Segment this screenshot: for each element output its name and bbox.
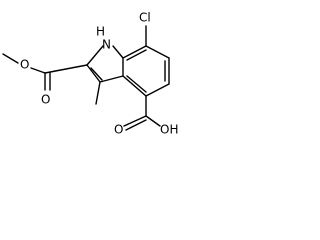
bond-acid-co-2: [125, 119, 147, 131]
bond-c4-c3a-double: [126, 75, 147, 93]
bond-c3-c3a: [99, 75, 124, 83]
bond-c5-c4: [145, 83, 170, 97]
chemical-structure: H N Cl O O O OH: [2, 11, 178, 137]
bond-methyl-o: [2, 53, 19, 64]
bond-c4-c3a: [122, 75, 147, 97]
bond-c3-methyl: [95, 81, 101, 105]
label-cl: Cl: [139, 11, 151, 25]
label-ester-o: O: [20, 58, 29, 72]
bond-c7-c6: [145, 45, 170, 59]
label-nh-h: H: [96, 25, 105, 39]
bond-n1-c7a: [112, 45, 124, 59]
bond-c2-n1: [86, 45, 104, 66]
atom-labels: H N Cl O O O OH: [20, 11, 178, 137]
bond-lines: [2, 25, 170, 131]
bond-c7a-c7: [122, 45, 147, 59]
label-n: N: [102, 38, 111, 52]
bond-ester-c2: [44, 64, 88, 74]
bond-acid-co-1: [123, 115, 147, 127]
bond-c7a-c7-double: [126, 49, 147, 61]
label-acid-oh: OH: [160, 123, 178, 137]
bond-c2-c3-double: [90, 67, 103, 81]
bond-acid-oh: [145, 115, 161, 127]
label-acid-carbonyl-o: O: [114, 123, 123, 137]
label-ester-carbonyl-o: O: [41, 93, 50, 107]
bond-c2-c3: [86, 64, 101, 83]
bond-o-carbonyl: [30, 67, 46, 74]
